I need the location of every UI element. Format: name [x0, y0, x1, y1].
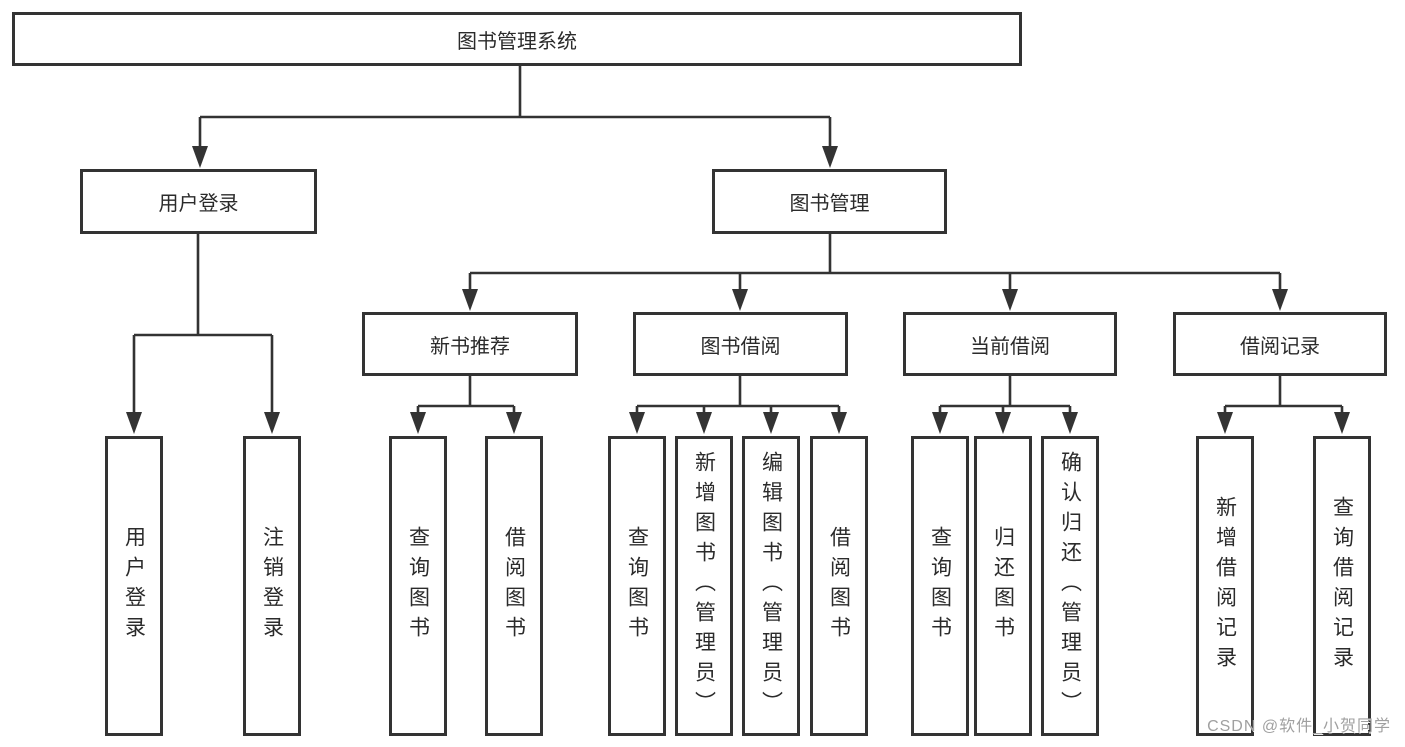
leaf-logout: 注销登录 [243, 436, 301, 736]
root-node-label: 图书管理系统 [457, 30, 577, 53]
leaf-query-borrow-record: 查询借阅记录 [1313, 436, 1371, 736]
leaf-edit-book-admin: 编辑图书（管理员） [742, 436, 800, 736]
leaf-query-books-recommend: 查询图书 [389, 436, 447, 736]
root-node: 图书管理系统 [12, 12, 1022, 66]
leaf-add-book-admin: 新增图书（管理员） [675, 436, 733, 736]
leaf-borrow-books: 借阅图书 [810, 436, 868, 736]
leaf-label: 借阅图书 [502, 526, 526, 646]
leaf-confirm-return-admin: 确认归还（管理员） [1041, 436, 1099, 736]
node-user-login: 用户登录 [80, 169, 317, 234]
csdn-watermark: CSDN @软件_小贺同学 [1207, 718, 1391, 735]
leaf-label: 确认归还（管理员） [1058, 451, 1082, 721]
leaf-label: 新增借阅记录 [1213, 496, 1237, 676]
leaf-label: 查询图书 [406, 526, 430, 646]
node-label: 当前借阅 [970, 335, 1050, 358]
node-label: 图书借阅 [700, 335, 781, 358]
leaf-borrow-books-recommend: 借阅图书 [485, 436, 543, 736]
leaf-label: 查询借阅记录 [1330, 496, 1354, 676]
node-label: 借阅记录 [1240, 335, 1320, 358]
node-current-borrow: 当前借阅 [903, 312, 1117, 376]
leaf-user-login: 用户登录 [105, 436, 163, 736]
leaf-label: 注销登录 [260, 526, 284, 646]
node-borrow-records: 借阅记录 [1173, 312, 1387, 376]
node-book-borrow: 图书借阅 [633, 312, 848, 376]
node-label: 新书推荐 [430, 335, 510, 358]
leaf-query-books-current: 查询图书 [911, 436, 969, 736]
node-book-management: 图书管理 [712, 169, 947, 234]
leaf-return-books: 归还图书 [974, 436, 1032, 736]
leaf-label: 查询图书 [625, 526, 649, 646]
leaf-label: 用户登录 [122, 526, 146, 646]
leaf-label: 借阅图书 [827, 526, 851, 646]
node-new-book-recommend: 新书推荐 [362, 312, 578, 376]
leaf-add-borrow-record: 新增借阅记录 [1196, 436, 1254, 736]
node-label: 用户登录 [158, 193, 239, 215]
leaf-label: 编辑图书（管理员） [759, 451, 783, 721]
leaf-query-books-borrow: 查询图书 [608, 436, 666, 736]
leaf-label: 新增图书（管理员） [692, 451, 716, 721]
node-label: 图书管理 [789, 193, 870, 215]
leaf-label: 归还图书 [991, 526, 1015, 646]
leaf-label: 查询图书 [928, 526, 952, 646]
